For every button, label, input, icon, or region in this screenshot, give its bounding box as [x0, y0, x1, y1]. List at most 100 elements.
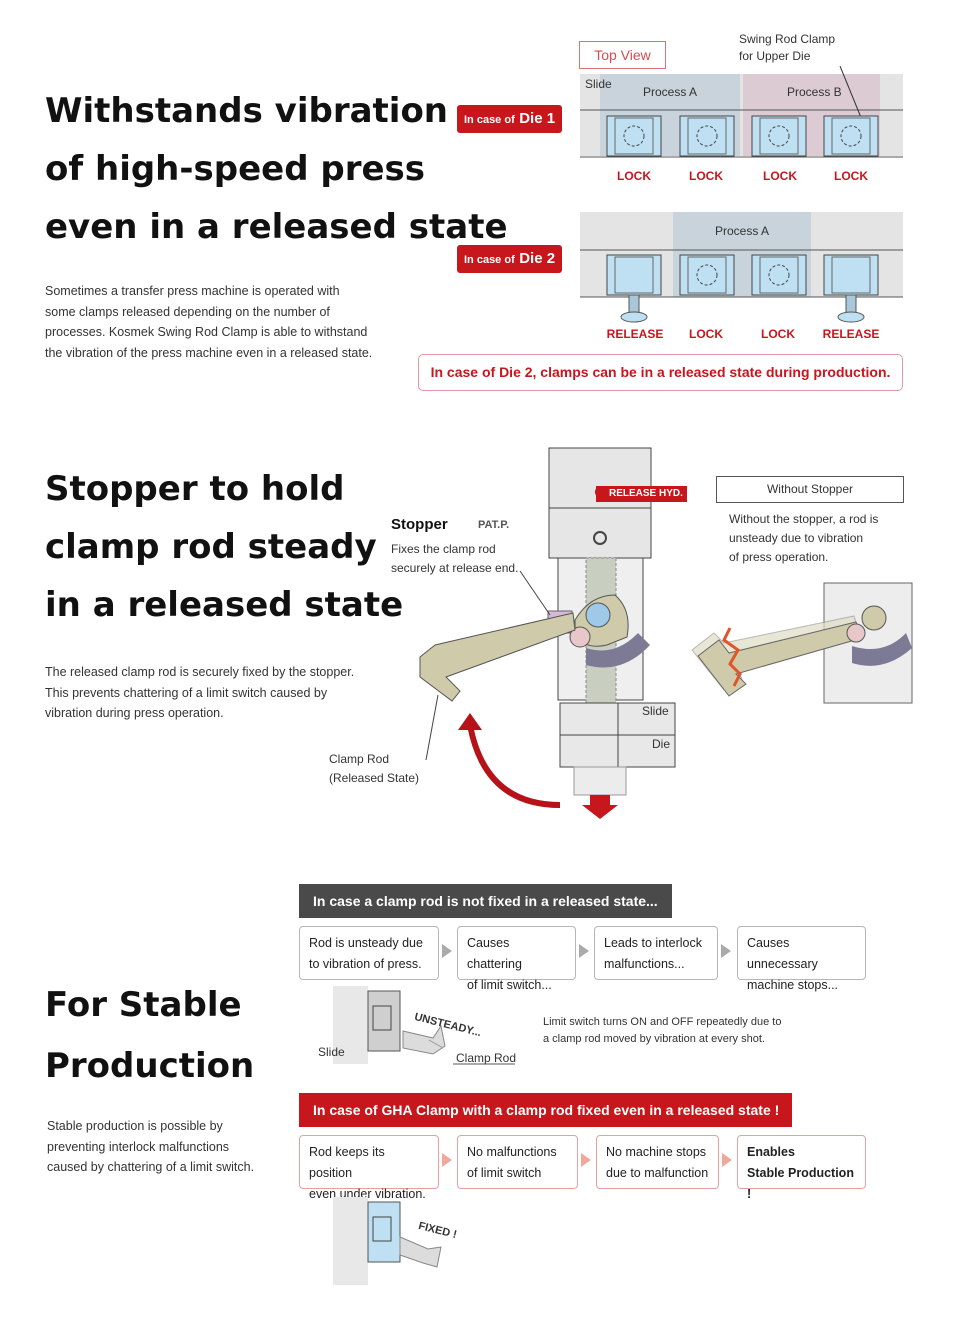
- bad-flow-box: Causes chattering of limit switch...: [457, 926, 576, 992]
- die2-name: Die 2: [519, 250, 556, 267]
- good-case-bar: In case of GHA Clamp with a clamp rod fi…: [299, 1093, 792, 1127]
- arrow-right-icon: [442, 944, 452, 958]
- die1-name: Die 1: [519, 110, 556, 127]
- label-line: Swing Rod Clamp: [739, 32, 836, 46]
- clamp-rod-label-3: Clamp Rod: [456, 1051, 517, 1065]
- slide-label: Slide: [585, 77, 612, 91]
- arrow-right-icon: [442, 1153, 452, 1167]
- die1-state: LOCK: [689, 169, 723, 183]
- die2-state: LOCK: [689, 327, 723, 341]
- die2-prefix: In case of: [464, 254, 515, 266]
- stopper-desc: Fixes the clamp rod securely at release …: [391, 540, 518, 578]
- die1-tag: In case of Die 1: [457, 105, 563, 133]
- stopper-diagram: [419, 447, 676, 819]
- arrow-right-icon: [579, 944, 589, 958]
- section3-heading: For Stable Production: [45, 975, 254, 1097]
- die2-diagram: [580, 212, 903, 323]
- good-flow-box: No machine stops due to malfunction: [596, 1135, 719, 1189]
- flow-line: Leads to interlock: [604, 936, 702, 950]
- para-line: some clamps released depending on the nu…: [45, 304, 330, 319]
- flow-line: of limit switch...: [467, 978, 552, 992]
- para-line: processes. Kosmek Swing Rod Clamp is abl…: [45, 325, 368, 340]
- heading-line: Withstands vibration: [45, 91, 449, 131]
- para-line: Sometimes a transfer press machine is op…: [45, 284, 340, 298]
- die2-state: RELEASE: [606, 327, 664, 341]
- released-clamp-icon: [823, 254, 879, 323]
- bad-flow-box: Rod is unsteady due to vibration of pres…: [299, 926, 439, 980]
- die2-tag: In case of Die 2: [457, 245, 563, 273]
- section3-paragraph: Stable production is possible by prevent…: [47, 1116, 254, 1178]
- note-line: a clamp rod moved by vibration at every …: [543, 1033, 765, 1045]
- flow-line: due to malfunction: [606, 1166, 709, 1180]
- process-a-label-2: Process A: [715, 224, 770, 238]
- flow-line: Causes unnecessary: [747, 936, 818, 971]
- para-line: This prevents chattering of a limit swit…: [45, 685, 328, 700]
- arrow-right-icon: [721, 944, 731, 958]
- desc-line: of press operation.: [729, 550, 829, 564]
- label-line: for Upper Die: [739, 49, 811, 63]
- locked-clamp-icon: [751, 115, 807, 157]
- limit-note: Limit switch turns ON and OFF repeatedly…: [543, 1014, 781, 1048]
- process-a-label: Process A: [643, 85, 698, 99]
- heading-line: Production: [45, 1046, 255, 1086]
- flow-line: to vibration of press.: [309, 957, 422, 971]
- without-stopper-label: Without Stopper: [716, 476, 904, 503]
- bad-flow-box: Causes unnecessary machine stops...: [737, 926, 866, 992]
- process-b-label: Process B: [787, 85, 842, 99]
- die1-state: LOCK: [763, 169, 797, 183]
- arrow-right-icon: [722, 1153, 732, 1167]
- para-line: caused by chattering of a limit switch.: [47, 1160, 255, 1175]
- desc-line: securely at release end.: [391, 561, 519, 575]
- die1-prefix: In case of: [464, 114, 515, 126]
- flow-line: malfunctions...: [604, 957, 685, 971]
- without-stopper-desc: Without the stopper, a rod is unsteady d…: [729, 510, 878, 567]
- released-clamp-icon: [606, 254, 662, 323]
- locked-clamp-icon: [606, 115, 662, 157]
- heading-line: For Stable: [45, 985, 242, 1025]
- heading-line: Stopper to hold: [45, 469, 345, 509]
- unsteady-diagram: [333, 986, 515, 1065]
- heading-line: even in a released state: [45, 207, 508, 247]
- die1-diagram: [580, 66, 903, 158]
- label-line: (Released State): [329, 771, 420, 785]
- clamp-rod-label: Clamp Rod (Released State): [329, 750, 419, 788]
- die2-state: LOCK: [761, 327, 795, 341]
- good-flow-box: No malfunctions of limit switch: [457, 1135, 578, 1189]
- para-line: preventing interlock malfunctions: [47, 1139, 230, 1154]
- release-hyd-label: RELEASE HYD.: [596, 486, 687, 502]
- die1-state: LOCK: [617, 169, 651, 183]
- label-line: Clamp Rod: [329, 752, 390, 766]
- die-label: Die: [652, 737, 671, 751]
- heading-line: of high-speed press: [45, 149, 426, 189]
- section1-paragraph: Sometimes a transfer press machine is op…: [45, 281, 372, 363]
- desc-line: Fixes the clamp rod: [391, 542, 496, 556]
- good-flow-box: Enables Stable Production !: [737, 1135, 866, 1201]
- locked-clamp-icon: [751, 254, 807, 296]
- slide-label-2: Slide: [642, 704, 669, 718]
- para-line: vibration during press operation.: [45, 706, 224, 721]
- flow-line: Stable Production !: [747, 1166, 854, 1201]
- slide-label-3: Slide: [318, 1045, 345, 1059]
- flow-line: machine stops...: [747, 978, 839, 992]
- stopper-title: Stopper: [391, 516, 448, 533]
- arrow-right-icon: [581, 1153, 591, 1167]
- para-line: the vibration of the press machine even …: [45, 345, 373, 360]
- fixed-diagram: [333, 1197, 442, 1285]
- locked-clamp-icon: [679, 115, 735, 157]
- section2-heading: Stopper to hold clamp rod steady in a re…: [45, 460, 403, 634]
- top-view-label: Top View: [579, 41, 666, 69]
- section2-paragraph: The released clamp rod is securely fixed…: [45, 662, 354, 724]
- flow-line: Rod keeps its position: [309, 1145, 385, 1180]
- die2-note: In case of Die 2, clamps can be in a rel…: [418, 354, 903, 391]
- good-flow-box: Rod keeps its position even under vibrat…: [299, 1135, 439, 1201]
- desc-line: Without the stopper, a rod is: [729, 512, 879, 526]
- die2-state: RELEASE: [822, 327, 880, 341]
- heading-line: clamp rod steady: [45, 527, 377, 567]
- bad-case-bar: In case a clamp rod is not fixed in a re…: [299, 884, 672, 918]
- flow-line: Enables: [747, 1145, 795, 1159]
- flow-line: Rod is unsteady due: [309, 936, 423, 950]
- die1-state: LOCK: [834, 169, 868, 183]
- section1-heading: Withstands vibration of high-speed press…: [45, 82, 508, 256]
- without-stopper-diagram: [691, 582, 913, 704]
- patent-label: PAT.P.: [478, 519, 510, 531]
